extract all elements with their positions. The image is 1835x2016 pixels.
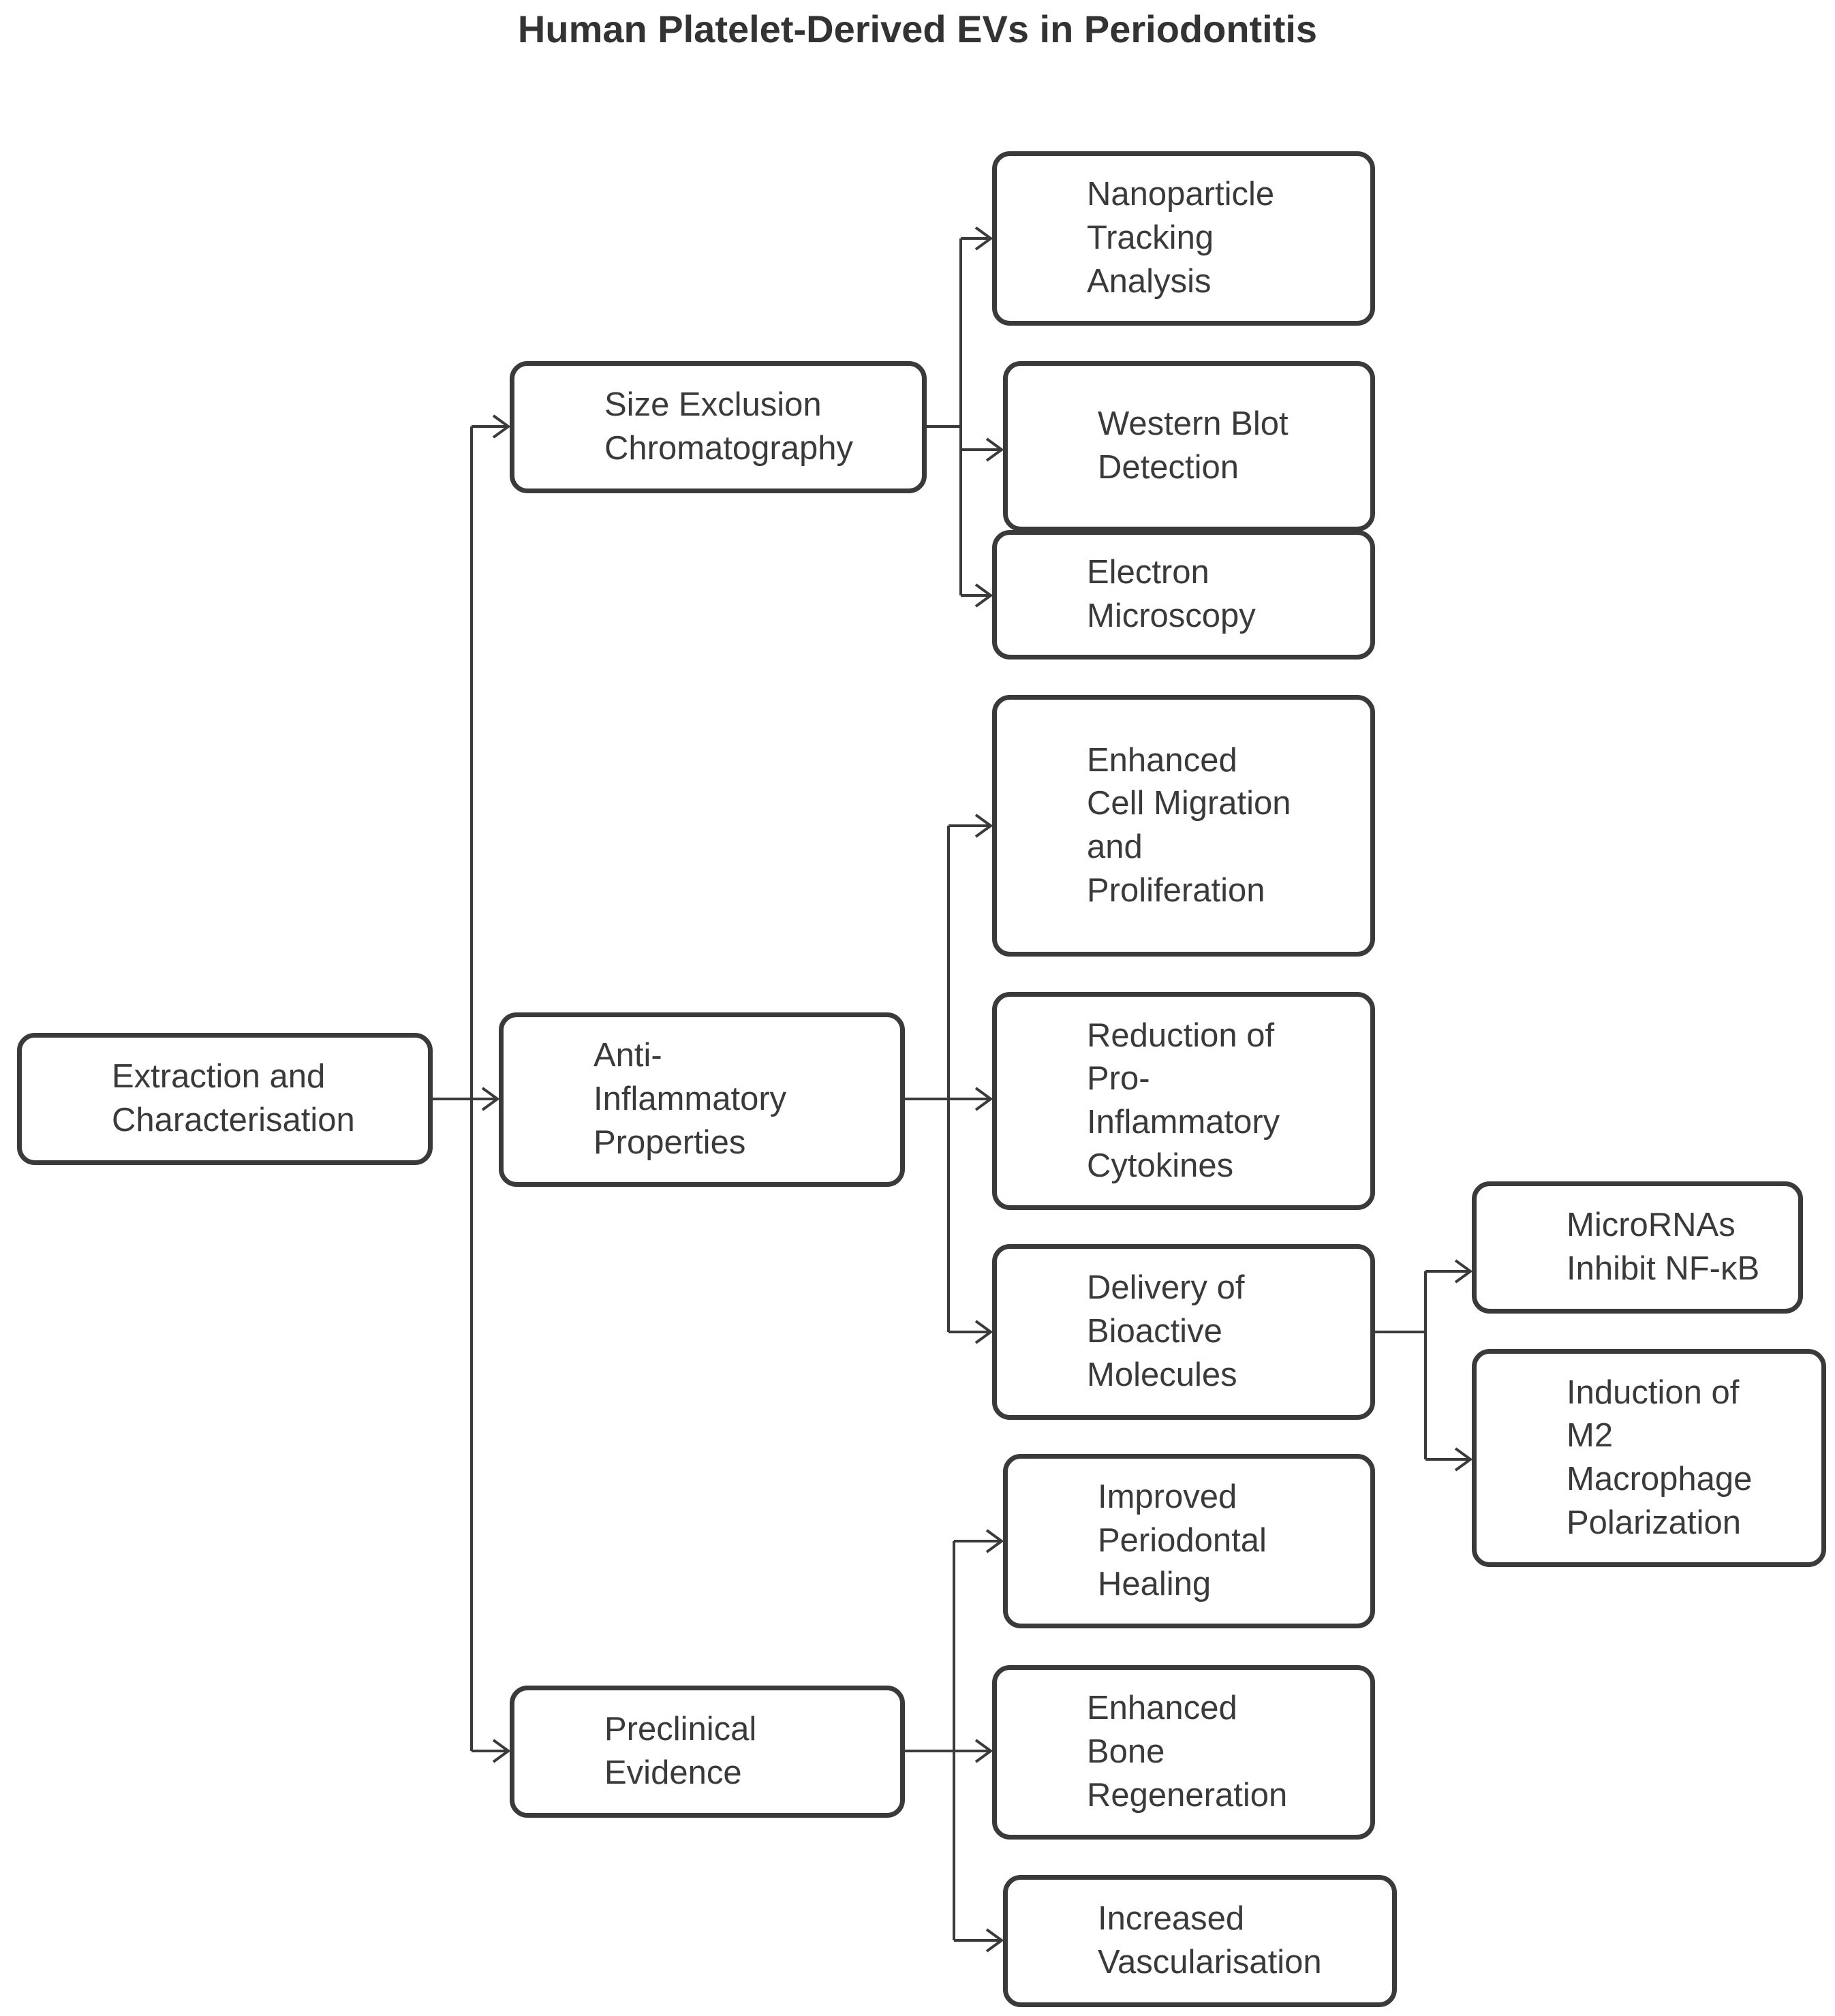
- node-western-blot-detection-label: Western Blot Detection: [1098, 405, 1289, 486]
- node-electron-microscopy-label: Electron Microscopy: [1087, 554, 1256, 634]
- node-reduction-pro-inflammatory-cytokines: Reduction of Pro- Inflammatory Cytokines: [992, 992, 1375, 1210]
- node-extraction-characterisation-label: Extraction and Characterisation: [112, 1058, 355, 1138]
- connector-preclinical-trunk: [905, 1541, 955, 1940]
- node-extraction-characterisation: Extraction and Characterisation: [17, 1033, 433, 1165]
- arrowhead-nta: [974, 226, 993, 251]
- node-micrornas-inhibit-nfkb-label: MicroRNAs Inhibit NF-κB: [1567, 1207, 1760, 1287]
- node-increased-vascularisation-label: Increased Vascularisation: [1098, 1900, 1322, 1981]
- connector-root-trunk: [433, 427, 473, 1751]
- node-enhanced-cell-migration: Enhanced Cell Migration and Proliferatio…: [992, 695, 1375, 957]
- node-increased-vascularisation: Increased Vascularisation: [1003, 1875, 1397, 2007]
- connector-sec-trunk: [927, 238, 962, 595]
- node-induction-m2-macrophage-label: Induction of M2 Macrophage Polarization: [1567, 1374, 1753, 1541]
- node-improved-periodontal-healing-label: Improved Periodontal Healing: [1098, 1478, 1267, 1602]
- arrowhead-cytokines: [974, 1087, 993, 1111]
- node-western-blot-detection: Western Blot Detection: [1003, 361, 1375, 531]
- node-preclinical-evidence: Preclinical Evidence: [510, 1686, 905, 1818]
- connector-bioactive-trunk: [1375, 1271, 1427, 1459]
- arrowhead-m2: [1454, 1447, 1473, 1472]
- diagram-title: Human Platelet-Derived EVs in Periodonti…: [517, 7, 1318, 50]
- arrowhead-em: [974, 583, 993, 608]
- arrowhead-bioactive: [974, 1320, 993, 1344]
- arrowhead-healing: [985, 1529, 1004, 1553]
- node-nanoparticle-tracking-analysis: Nanoparticle Tracking Analysis: [992, 151, 1375, 326]
- node-enhanced-bone-regeneration-label: Enhanced Bone Regeneration: [1087, 1690, 1288, 1814]
- node-anti-inflammatory-properties-label: Anti- Inflammatory Properties: [593, 1037, 787, 1161]
- node-delivery-bioactive-molecules: Delivery of Bioactive Molecules: [992, 1244, 1375, 1420]
- node-electron-microscopy: Electron Microscopy: [992, 530, 1375, 660]
- arrowhead-preclinical: [492, 1739, 511, 1763]
- node-induction-m2-macrophage: Induction of M2 Macrophage Polarization: [1472, 1349, 1826, 1567]
- node-micrornas-inhibit-nfkb: MicroRNAs Inhibit NF-κB: [1472, 1181, 1803, 1314]
- arrowhead-anti: [481, 1087, 500, 1111]
- node-size-exclusion-chromatography-label: Size Exclusion Chromatography: [604, 386, 853, 467]
- arrowhead-sec: [492, 414, 511, 439]
- node-enhanced-bone-regeneration: Enhanced Bone Regeneration: [992, 1665, 1375, 1840]
- arrowhead-vasc: [985, 1928, 1004, 1953]
- arrowhead-mirna: [1454, 1259, 1473, 1284]
- node-enhanced-cell-migration-label: Enhanced Cell Migration and Proliferatio…: [1087, 741, 1291, 909]
- arrowhead-wb: [985, 437, 1004, 462]
- connector-anti-trunk: [905, 826, 950, 1332]
- node-reduction-pro-inflammatory-cytokines-label: Reduction of Pro- Inflammatory Cytokines: [1087, 1017, 1280, 1184]
- node-anti-inflammatory-properties: Anti- Inflammatory Properties: [499, 1012, 905, 1187]
- node-improved-periodontal-healing: Improved Periodontal Healing: [1003, 1454, 1375, 1628]
- node-size-exclusion-chromatography: Size Exclusion Chromatography: [510, 361, 927, 493]
- node-preclinical-evidence-label: Preclinical Evidence: [604, 1711, 757, 1791]
- node-delivery-bioactive-molecules-label: Delivery of Bioactive Molecules: [1087, 1269, 1245, 1393]
- node-nanoparticle-tracking-analysis-label: Nanoparticle Tracking Analysis: [1087, 176, 1275, 300]
- arrowhead-migration: [974, 813, 993, 838]
- arrowhead-bone: [974, 1739, 993, 1763]
